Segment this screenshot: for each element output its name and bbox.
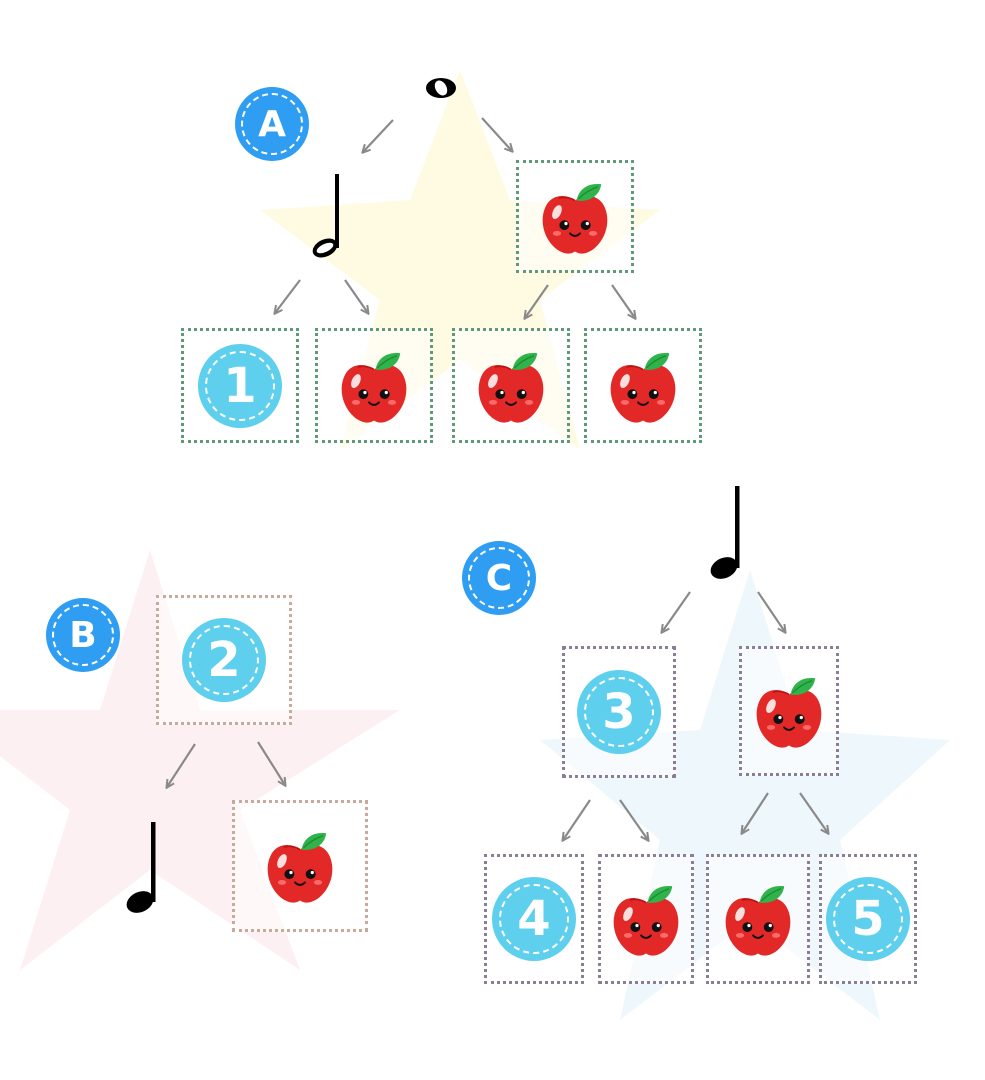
apple-icon xyxy=(602,345,684,427)
number-badge-2: 2 xyxy=(182,618,266,702)
arrow-c-apple-left xyxy=(742,792,769,833)
number-badge-1: 1 xyxy=(198,343,282,428)
arrow-c-root-left xyxy=(662,591,691,632)
tree-c-apple-box xyxy=(598,854,694,984)
arrow-a-apple-left xyxy=(525,284,549,318)
arrow-c-3-left xyxy=(563,799,591,840)
apple-icon xyxy=(748,670,830,752)
apple-icon xyxy=(333,345,415,427)
arrow-b-left xyxy=(167,743,196,787)
tree-c-letter-badge: C xyxy=(462,541,536,615)
arrow-a-root-left xyxy=(363,119,394,152)
tree-a-apple-box xyxy=(584,328,702,443)
tree-c-answer-box-4: 4 xyxy=(484,854,584,984)
quarter-note-icon xyxy=(710,486,740,579)
tree-c-answer-box-5: 5 xyxy=(819,854,917,984)
background-star-yellow xyxy=(260,70,660,450)
apple-icon xyxy=(259,825,341,907)
tree-b-letter-badge: B xyxy=(46,598,120,672)
number-badge-4: 4 xyxy=(492,877,576,961)
tree-b-letter: B xyxy=(69,614,97,656)
background-star-pink xyxy=(0,550,400,970)
tree-a-letter: A xyxy=(258,103,286,145)
arrow-c-root-right xyxy=(757,591,785,632)
number-badge-3: 3 xyxy=(577,670,661,754)
number-badge-5: 5 xyxy=(826,877,910,961)
arrow-a-root-right xyxy=(481,117,512,151)
tree-c-letter: C xyxy=(485,557,513,599)
tree-a-apple-box xyxy=(516,160,634,273)
tree-a-apple-box xyxy=(452,328,570,443)
half-note-icon xyxy=(312,174,339,258)
tree-c-apple-box xyxy=(739,646,839,776)
arrow-a-half-right xyxy=(344,279,368,313)
arrow-c-3-right xyxy=(619,799,648,840)
tree-c-apple-box xyxy=(706,854,810,984)
arrow-c-apple-right xyxy=(799,792,828,833)
tree-a-letter-badge: A xyxy=(235,87,309,161)
apple-icon xyxy=(605,878,687,960)
tree-a-answer-box-1: 1 xyxy=(181,328,299,443)
quarter-note-icon xyxy=(126,822,156,913)
tree-b-answer-box-2: 2 xyxy=(156,595,292,725)
tree-a-apple-box xyxy=(315,328,433,443)
whole-note-icon xyxy=(426,78,456,98)
arrow-b-right xyxy=(257,741,285,785)
apple-icon xyxy=(717,878,799,960)
tree-c-answer-box-3: 3 xyxy=(562,646,676,778)
arrow-a-half-left xyxy=(275,279,301,313)
apple-icon xyxy=(534,176,616,258)
tree-b-apple-box xyxy=(232,800,368,932)
apple-icon xyxy=(470,345,552,427)
arrow-a-apple-right xyxy=(611,284,635,318)
